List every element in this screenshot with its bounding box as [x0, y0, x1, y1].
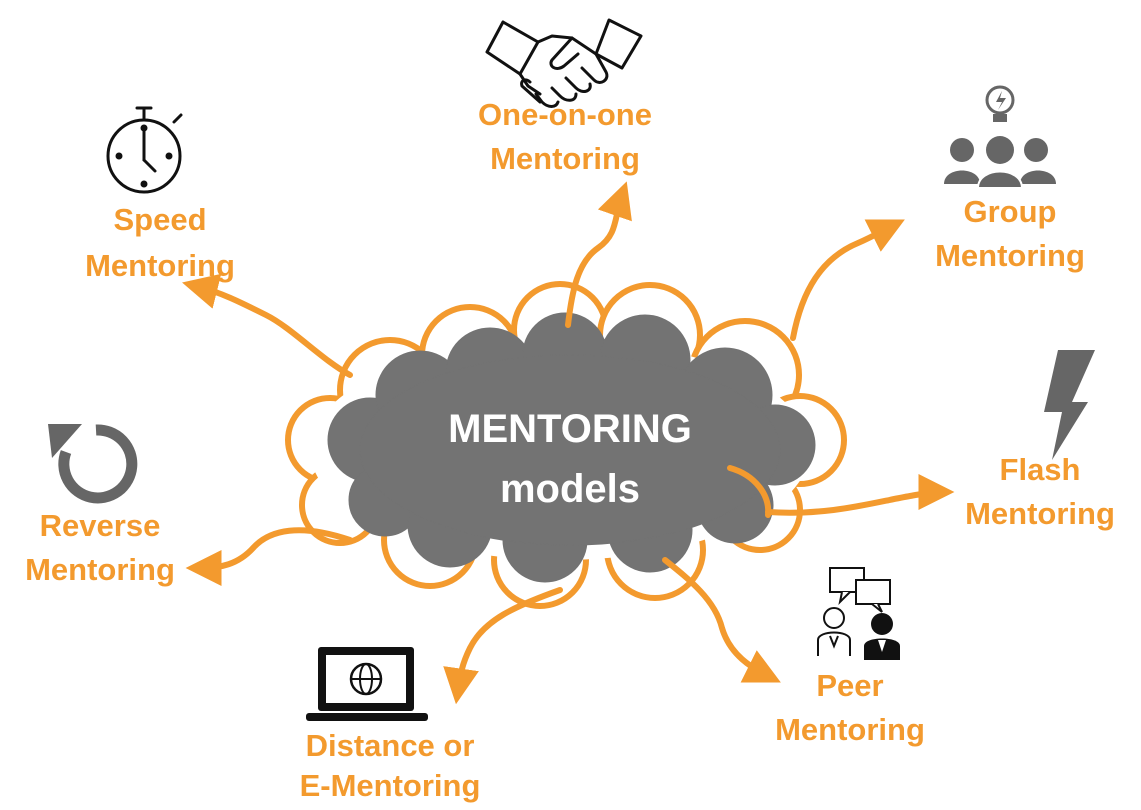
group-idea-icon [944, 85, 1056, 189]
arrow-reverse [185, 527, 353, 586]
handshake-icon [485, 18, 643, 108]
label-distance-line1: Distance or [305, 728, 475, 763]
center-title-line1: MENTORING [448, 407, 692, 451]
arrow-speed [182, 273, 353, 378]
label-reverse-line2: Mentoring [25, 552, 175, 587]
label-peer-line1: Peer [816, 668, 884, 703]
arrow-inner-flash [727, 465, 772, 518]
arrow-flash [765, 474, 955, 516]
stopwatch-icon [106, 106, 183, 194]
label-peer-line2: Mentoring [775, 712, 925, 747]
label-speed-line1: Speed [113, 202, 207, 237]
chat-people-icon [817, 567, 900, 660]
arrow-group [790, 219, 905, 341]
label-reverse-line1: Reverse [39, 508, 161, 543]
label-flash-line2: Mentoring [965, 496, 1115, 531]
label-group-line2: Mentoring [935, 238, 1085, 273]
center-title-line2: models [499, 467, 641, 511]
arrow-peer [662, 557, 781, 683]
label-one-on-one-line2: Mentoring [490, 141, 640, 176]
label-distance-line2: E-Mentoring [299, 768, 481, 803]
label-speed-line2: Mentoring [85, 248, 235, 283]
cloud-shape [327, 312, 816, 583]
reverse-arrow-icon [48, 424, 138, 504]
lightning-icon [1044, 350, 1095, 460]
connector-arrows [182, 181, 955, 705]
arrow-one-on-one [565, 181, 632, 328]
label-group-line1: Group [963, 194, 1057, 229]
label-one-on-one-line1: One-on-one [478, 97, 652, 132]
laptop-globe-icon [306, 647, 428, 721]
label-flash-line1: Flash [999, 452, 1081, 487]
arrow-distance [443, 587, 563, 705]
